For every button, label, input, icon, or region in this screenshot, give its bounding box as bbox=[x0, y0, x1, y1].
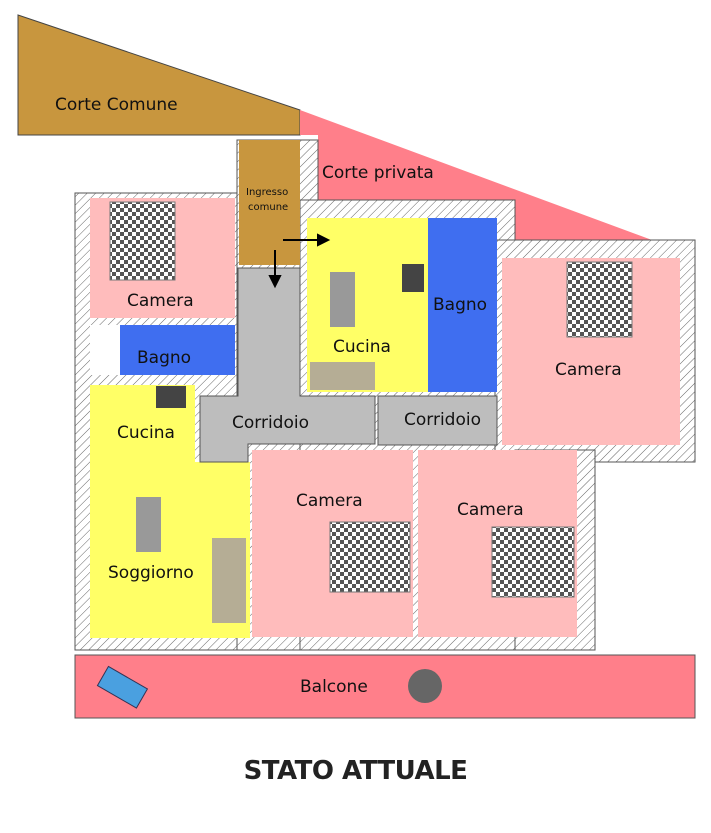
camera-mid-label: Camera bbox=[296, 491, 363, 511]
bed-icon bbox=[109, 201, 176, 281]
corridoio-right-label: Corridoio bbox=[404, 410, 481, 430]
corte-comune-area bbox=[17, 14, 301, 136]
bagno-mid-area bbox=[428, 218, 497, 392]
plan-title: STATO ATTUALE bbox=[243, 756, 468, 786]
balcone-area bbox=[74, 654, 696, 719]
bed-icon bbox=[566, 261, 633, 338]
table-icon bbox=[330, 272, 355, 327]
camera-top-left-label: Camera bbox=[127, 291, 194, 311]
sofa-icon bbox=[310, 362, 375, 390]
sofa-icon bbox=[212, 538, 246, 623]
camera-bottom-right-label: Camera bbox=[457, 500, 524, 520]
stove-icon bbox=[156, 386, 186, 408]
bagno-left-label: Bagno bbox=[137, 348, 191, 368]
camera-right-label: Camera bbox=[555, 360, 622, 380]
bed-icon bbox=[491, 526, 575, 598]
soggiorno-label: Soggiorno bbox=[108, 563, 194, 583]
corridoio-left-label: Corridoio bbox=[232, 413, 309, 433]
stove-icon bbox=[402, 264, 424, 292]
deck-chair-icon bbox=[96, 665, 149, 709]
cucina-left-label: Cucina bbox=[117, 423, 175, 443]
bagno-mid-label: Bagno bbox=[433, 295, 487, 315]
entrance-arrows bbox=[268, 233, 331, 289]
corte-privata-label: Corte privata bbox=[322, 163, 434, 183]
ingresso-label-1: Ingresso bbox=[246, 187, 288, 198]
corte-comune-label: Corte Comune bbox=[55, 95, 178, 115]
corridoio-left-area bbox=[199, 267, 376, 463]
balcone-label: Balcone bbox=[300, 677, 368, 697]
round-table-icon bbox=[408, 669, 442, 703]
table-icon bbox=[136, 497, 161, 552]
bed-icon bbox=[329, 521, 411, 593]
cucina-mid-label: Cucina bbox=[333, 337, 391, 357]
furniture bbox=[96, 201, 633, 709]
corridoio-right-area bbox=[377, 395, 498, 446]
ingresso-label-2: comune bbox=[248, 202, 288, 213]
corte-privata-area bbox=[300, 110, 652, 242]
ingresso-comune-area bbox=[239, 140, 300, 265]
